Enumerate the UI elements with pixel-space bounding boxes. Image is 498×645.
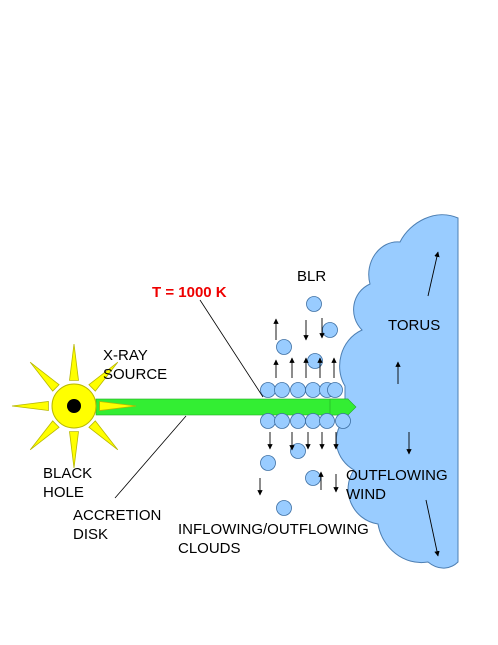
accretion-disk-tip	[329, 398, 357, 416]
blr-cloud	[327, 382, 343, 398]
blr-cloud	[290, 413, 306, 429]
flow-arrow	[425, 499, 440, 557]
blr-label: BLR	[297, 268, 326, 285]
blr-cloud	[306, 296, 322, 312]
blr-cloud	[276, 500, 292, 516]
xray-ray	[29, 420, 60, 451]
black-hole-label-line2: HOLE	[43, 484, 84, 501]
blr-cloud	[290, 443, 306, 459]
blr-cloud	[260, 455, 276, 471]
xray-ray	[11, 401, 49, 411]
xray-ray	[88, 420, 119, 451]
blr-cloud	[290, 382, 306, 398]
blr-cloud	[305, 470, 321, 486]
black-hole	[67, 399, 81, 413]
temperature-label: T = 1000 K	[152, 284, 227, 301]
torus-shape	[335, 214, 459, 569]
outflowing-wind-label-line1: OUTFLOWING	[346, 467, 448, 484]
xray-ray	[69, 343, 79, 381]
accretion-disk	[95, 398, 349, 416]
blr-cloud	[319, 413, 335, 429]
blr-cloud	[322, 322, 338, 338]
flow-arrows	[257, 251, 440, 557]
xray-ray	[88, 361, 119, 392]
xray-ray	[69, 431, 79, 469]
blr-cloud	[274, 413, 290, 429]
xray-ray	[99, 401, 137, 411]
black-hole-label-line1: BLACK	[43, 465, 92, 482]
blr-cloud	[274, 382, 290, 398]
blr-cloud	[276, 339, 292, 355]
blr-cloud	[335, 413, 351, 429]
xray-ray	[29, 361, 60, 392]
outflowing-wind-label-line2: WIND	[346, 486, 386, 503]
accretion-disk-label-line2: DISK	[73, 526, 108, 543]
xray-source-label-line2: SOURCE	[103, 366, 167, 383]
accretion-disk-label-line1: ACCRETION	[73, 507, 161, 524]
inflowing-outflowing-clouds-label-line2: CLOUDS	[178, 540, 241, 557]
accretion-disk-leader-line	[114, 415, 187, 499]
flow-arrow	[427, 251, 440, 297]
blr-cloud	[305, 413, 321, 429]
blr-cloud	[260, 413, 276, 429]
xray-source-rays	[11, 343, 137, 469]
xray-source-label-line1: X-RAY	[103, 347, 148, 364]
inflowing-outflowing-clouds-label-line1: INFLOWING/OUTFLOWING	[178, 521, 369, 538]
blr-cloud	[305, 382, 321, 398]
temperature-leader-line	[199, 299, 264, 398]
blr-cloud	[260, 382, 276, 398]
torus-label: TORUS	[388, 317, 440, 334]
